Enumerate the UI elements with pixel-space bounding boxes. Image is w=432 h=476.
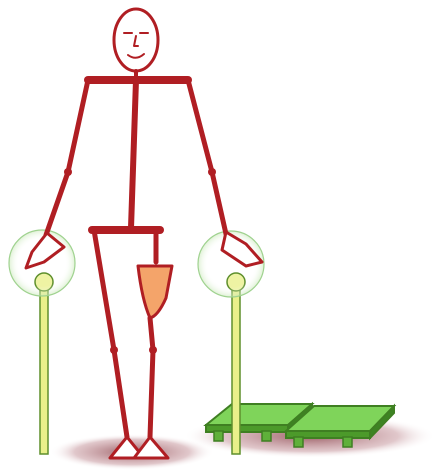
left-arm [46,80,88,235]
stick-figure-with-prosthetic-leg [26,9,262,458]
spine [131,80,136,228]
prosthetic-pylon [150,318,153,437]
prosthetic-socket [138,266,172,318]
right-arm [188,80,226,234]
left-leg [94,230,127,437]
